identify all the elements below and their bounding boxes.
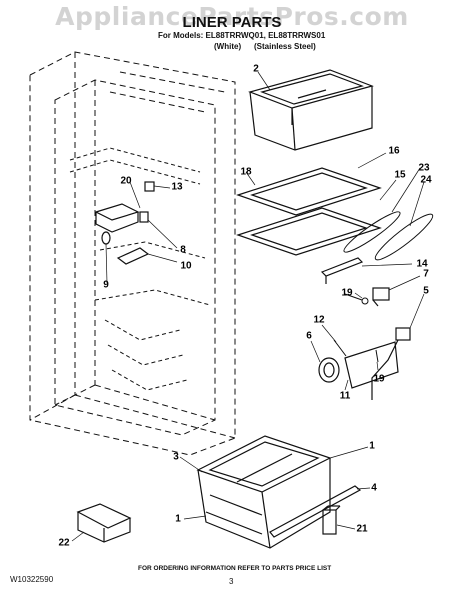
part-7-clip xyxy=(372,287,390,307)
part-8-mount xyxy=(139,211,149,223)
part-label: 8 xyxy=(180,244,186,256)
variant-white: (White) xyxy=(214,42,242,51)
part-label: 11 xyxy=(339,390,351,402)
part-2-pan xyxy=(248,69,374,151)
part-label: 10 xyxy=(180,260,192,272)
part-label: 5 xyxy=(423,285,429,297)
watermark: AppliancePartsPros.com xyxy=(55,2,409,31)
part-21-block xyxy=(322,505,341,535)
document-number: W10322590 xyxy=(10,575,54,584)
part-label: 7 xyxy=(423,268,429,280)
part-9-bulb xyxy=(101,231,111,245)
liner-cabinet xyxy=(29,51,236,456)
part-label: 9 xyxy=(103,279,109,291)
part-16-shelf-frame xyxy=(236,167,382,216)
part-label: 21 xyxy=(356,523,368,535)
page-title: LINER PARTS xyxy=(182,14,282,31)
ordering-note: FOR ORDERING INFORMATION REFER TO PARTS … xyxy=(138,565,332,572)
part-22-door-bin xyxy=(76,503,132,543)
leader-lines xyxy=(71,71,425,542)
part-label: 12 xyxy=(313,314,325,326)
part-label: 4 xyxy=(371,482,377,494)
part-label: 16 xyxy=(388,145,400,157)
variant-stainless: (Stainless Steel) xyxy=(254,42,316,51)
part-23-lens xyxy=(343,211,401,253)
part-19-screw-lower xyxy=(375,349,379,363)
part-4-rail xyxy=(269,485,362,538)
part-14-bracket xyxy=(320,257,364,284)
part-label: 20 xyxy=(120,175,132,187)
part-label: 19 xyxy=(341,287,353,299)
part-6-knob xyxy=(318,357,340,383)
part-label: 18 xyxy=(240,166,252,178)
part-20-light-housing xyxy=(94,203,140,233)
part-11-bracket xyxy=(344,341,399,389)
part-5-sensor xyxy=(371,327,411,400)
part-24-lamp xyxy=(374,213,434,261)
part-10-channel xyxy=(116,247,150,265)
part-3-bin xyxy=(196,435,332,549)
part-label: 2 xyxy=(253,63,259,75)
part-12-screw xyxy=(333,339,347,357)
page-number: 3 xyxy=(229,577,234,586)
shelf-ledges xyxy=(69,147,211,391)
part-label: 13 xyxy=(171,181,183,193)
part-label: 14 xyxy=(416,258,428,270)
part-13-clip xyxy=(144,181,155,192)
models-line: For Models: EL88TRRWQ01, EL88TRRWS01 xyxy=(158,31,326,40)
part-label: 23 xyxy=(418,162,430,174)
part-18-shelf-frame xyxy=(236,207,382,256)
part-label: 1 xyxy=(369,440,375,452)
part-label: 3 xyxy=(173,451,179,463)
part-label: 15 xyxy=(394,169,406,181)
part-label: 24 xyxy=(420,174,432,186)
part-label: 19 xyxy=(373,373,385,385)
part-label: 6 xyxy=(306,330,312,342)
part-19-screw-upper xyxy=(344,293,369,305)
part-label: 22 xyxy=(58,537,70,549)
part-label: 1 xyxy=(175,513,181,525)
